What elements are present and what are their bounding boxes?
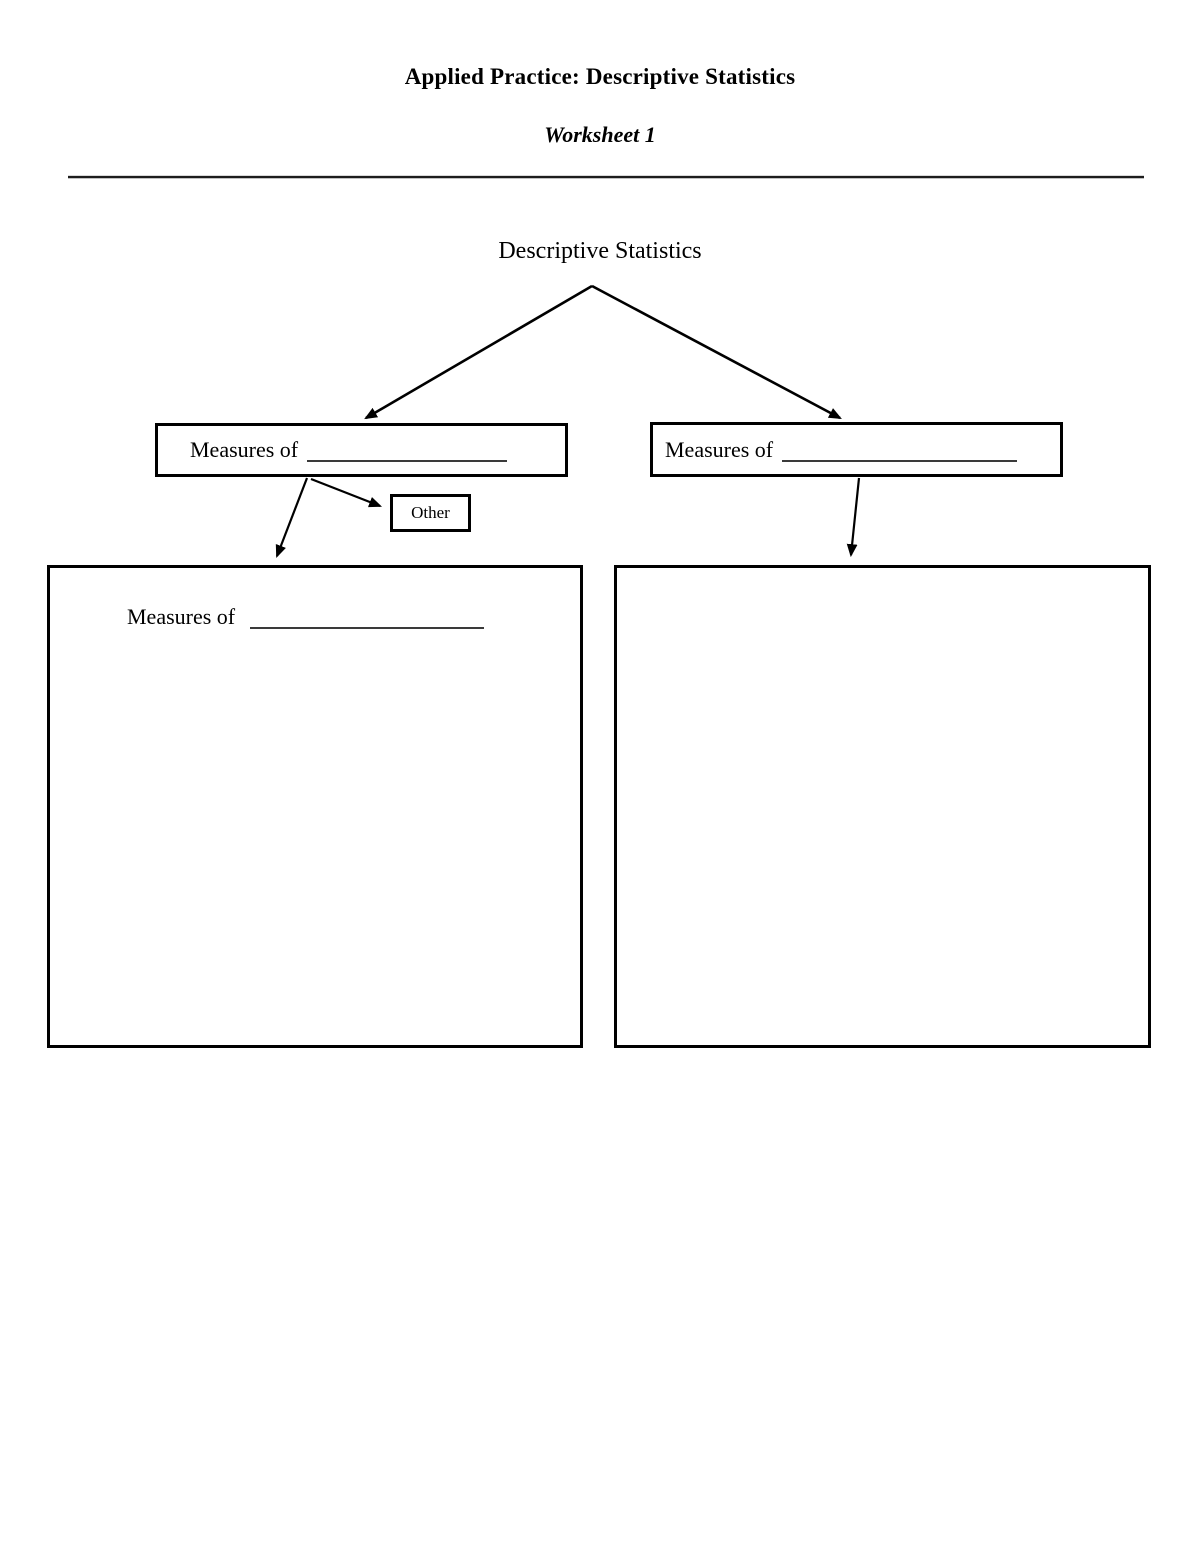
page-title: Applied Practice: Descriptive Statistics (404, 64, 796, 89)
root-node-label: Descriptive Statistics (498, 238, 702, 264)
other-node: Other (390, 494, 471, 532)
arrow-root-to-right-node (591, 284, 842, 420)
left-answer-panel: Measures of (47, 565, 583, 1048)
arrow-right-node-to-right-panel (846, 477, 861, 558)
right-measures-fill-in-blank (782, 448, 1018, 462)
other-node-label: Other (411, 503, 450, 522)
left-panel-heading: Measures of (127, 604, 484, 630)
right-measures-node: Measures of (650, 422, 1063, 477)
right-measures-node-label: Measures of (665, 436, 774, 462)
left-measures-node: Measures of (155, 423, 568, 477)
arrow-root-to-left-node (364, 284, 593, 420)
left-panel-fill-in-blank (249, 615, 484, 629)
left-measures-fill-in-blank (307, 448, 508, 462)
left-panel-label: Measures of (127, 604, 236, 629)
page-subtitle: Worksheet 1 (544, 122, 656, 147)
left-measures-node-label: Measures of (190, 437, 299, 462)
header-divider (68, 176, 1144, 178)
arrow-left-node-to-left-panel (275, 477, 309, 559)
right-answer-panel (614, 565, 1151, 1048)
arrow-left-node-to-other (310, 477, 383, 508)
